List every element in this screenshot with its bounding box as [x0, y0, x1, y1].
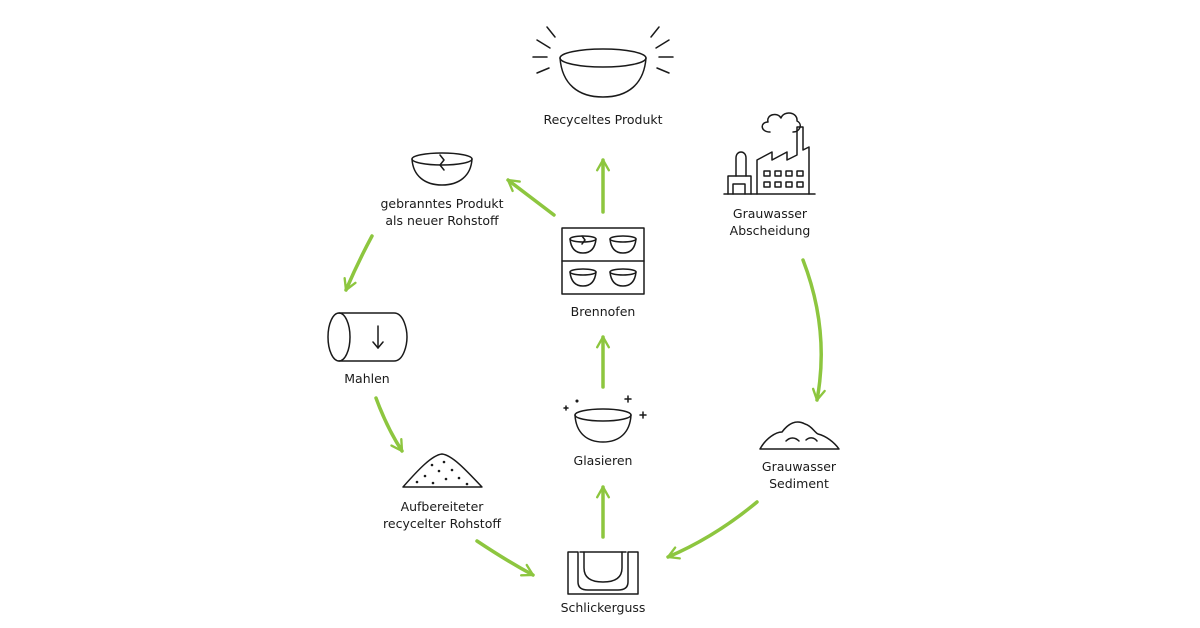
label-processed-raw-material: Aufbereiteter recycelter Rohstoff — [383, 498, 501, 532]
label-greywater-separation-line1: Grauwasser — [732, 206, 808, 221]
label-fired-product-line1: gebranntes Produkt — [380, 196, 504, 211]
label-fired-product-line2: als neuer Rohstoff — [385, 213, 499, 228]
label-glazing: Glasieren — [574, 452, 633, 469]
label-greywater-sediment-line1: Grauwasser — [761, 459, 837, 474]
arrows — [343, 158, 826, 577]
arrow-processed-to-slip-casting — [475, 539, 535, 577]
label-recycled-product-text: Recyceltes Produkt — [543, 112, 663, 127]
label-kiln: Brennofen — [571, 303, 636, 320]
label-greywater-separation: Grauwasser Abscheidung — [730, 205, 811, 239]
label-processed-raw-material-line1: Aufbereiteter — [400, 499, 484, 514]
label-kiln-text: Brennofen — [570, 304, 636, 319]
factory-icon — [723, 112, 816, 195]
label-milling: Mahlen — [344, 370, 389, 387]
label-processed-raw-material-line2: recycelter Rohstoff — [383, 516, 501, 531]
glowing-bowl-icon — [532, 26, 674, 98]
arrow-sediment-to-slip-casting — [666, 500, 759, 560]
arrow-milling-to-processed — [374, 396, 404, 453]
sparkling-bowl-icon — [563, 395, 647, 443]
sediment-pile-icon — [759, 421, 840, 450]
label-milling-text: Mahlen — [344, 371, 390, 386]
slip-casting-mold-icon — [567, 551, 639, 595]
arrow-fired-product-to-milling — [343, 234, 374, 292]
label-recycled-product: Recyceltes Produkt — [543, 111, 662, 128]
label-glazing-text: Glasieren — [573, 453, 633, 468]
label-slip-casting: Schlickerguss — [561, 599, 646, 616]
label-slip-casting-text: Schlickerguss — [560, 600, 646, 615]
label-fired-product: gebranntes Produkt als neuer Rohstoff — [380, 195, 503, 229]
arrow-separation-to-sediment — [801, 258, 826, 402]
label-greywater-separation-line2: Abscheidung — [729, 223, 811, 238]
mill-drum-icon — [327, 312, 408, 362]
powder-pile-icon — [402, 453, 483, 488]
kiln-icon — [561, 227, 645, 295]
label-greywater-sediment: Grauwasser Sediment — [762, 458, 836, 492]
cracked-bowl-icon — [411, 152, 473, 186]
arrow-kiln-to-fired-product — [506, 178, 556, 217]
label-greywater-sediment-line2: Sediment — [769, 476, 829, 491]
